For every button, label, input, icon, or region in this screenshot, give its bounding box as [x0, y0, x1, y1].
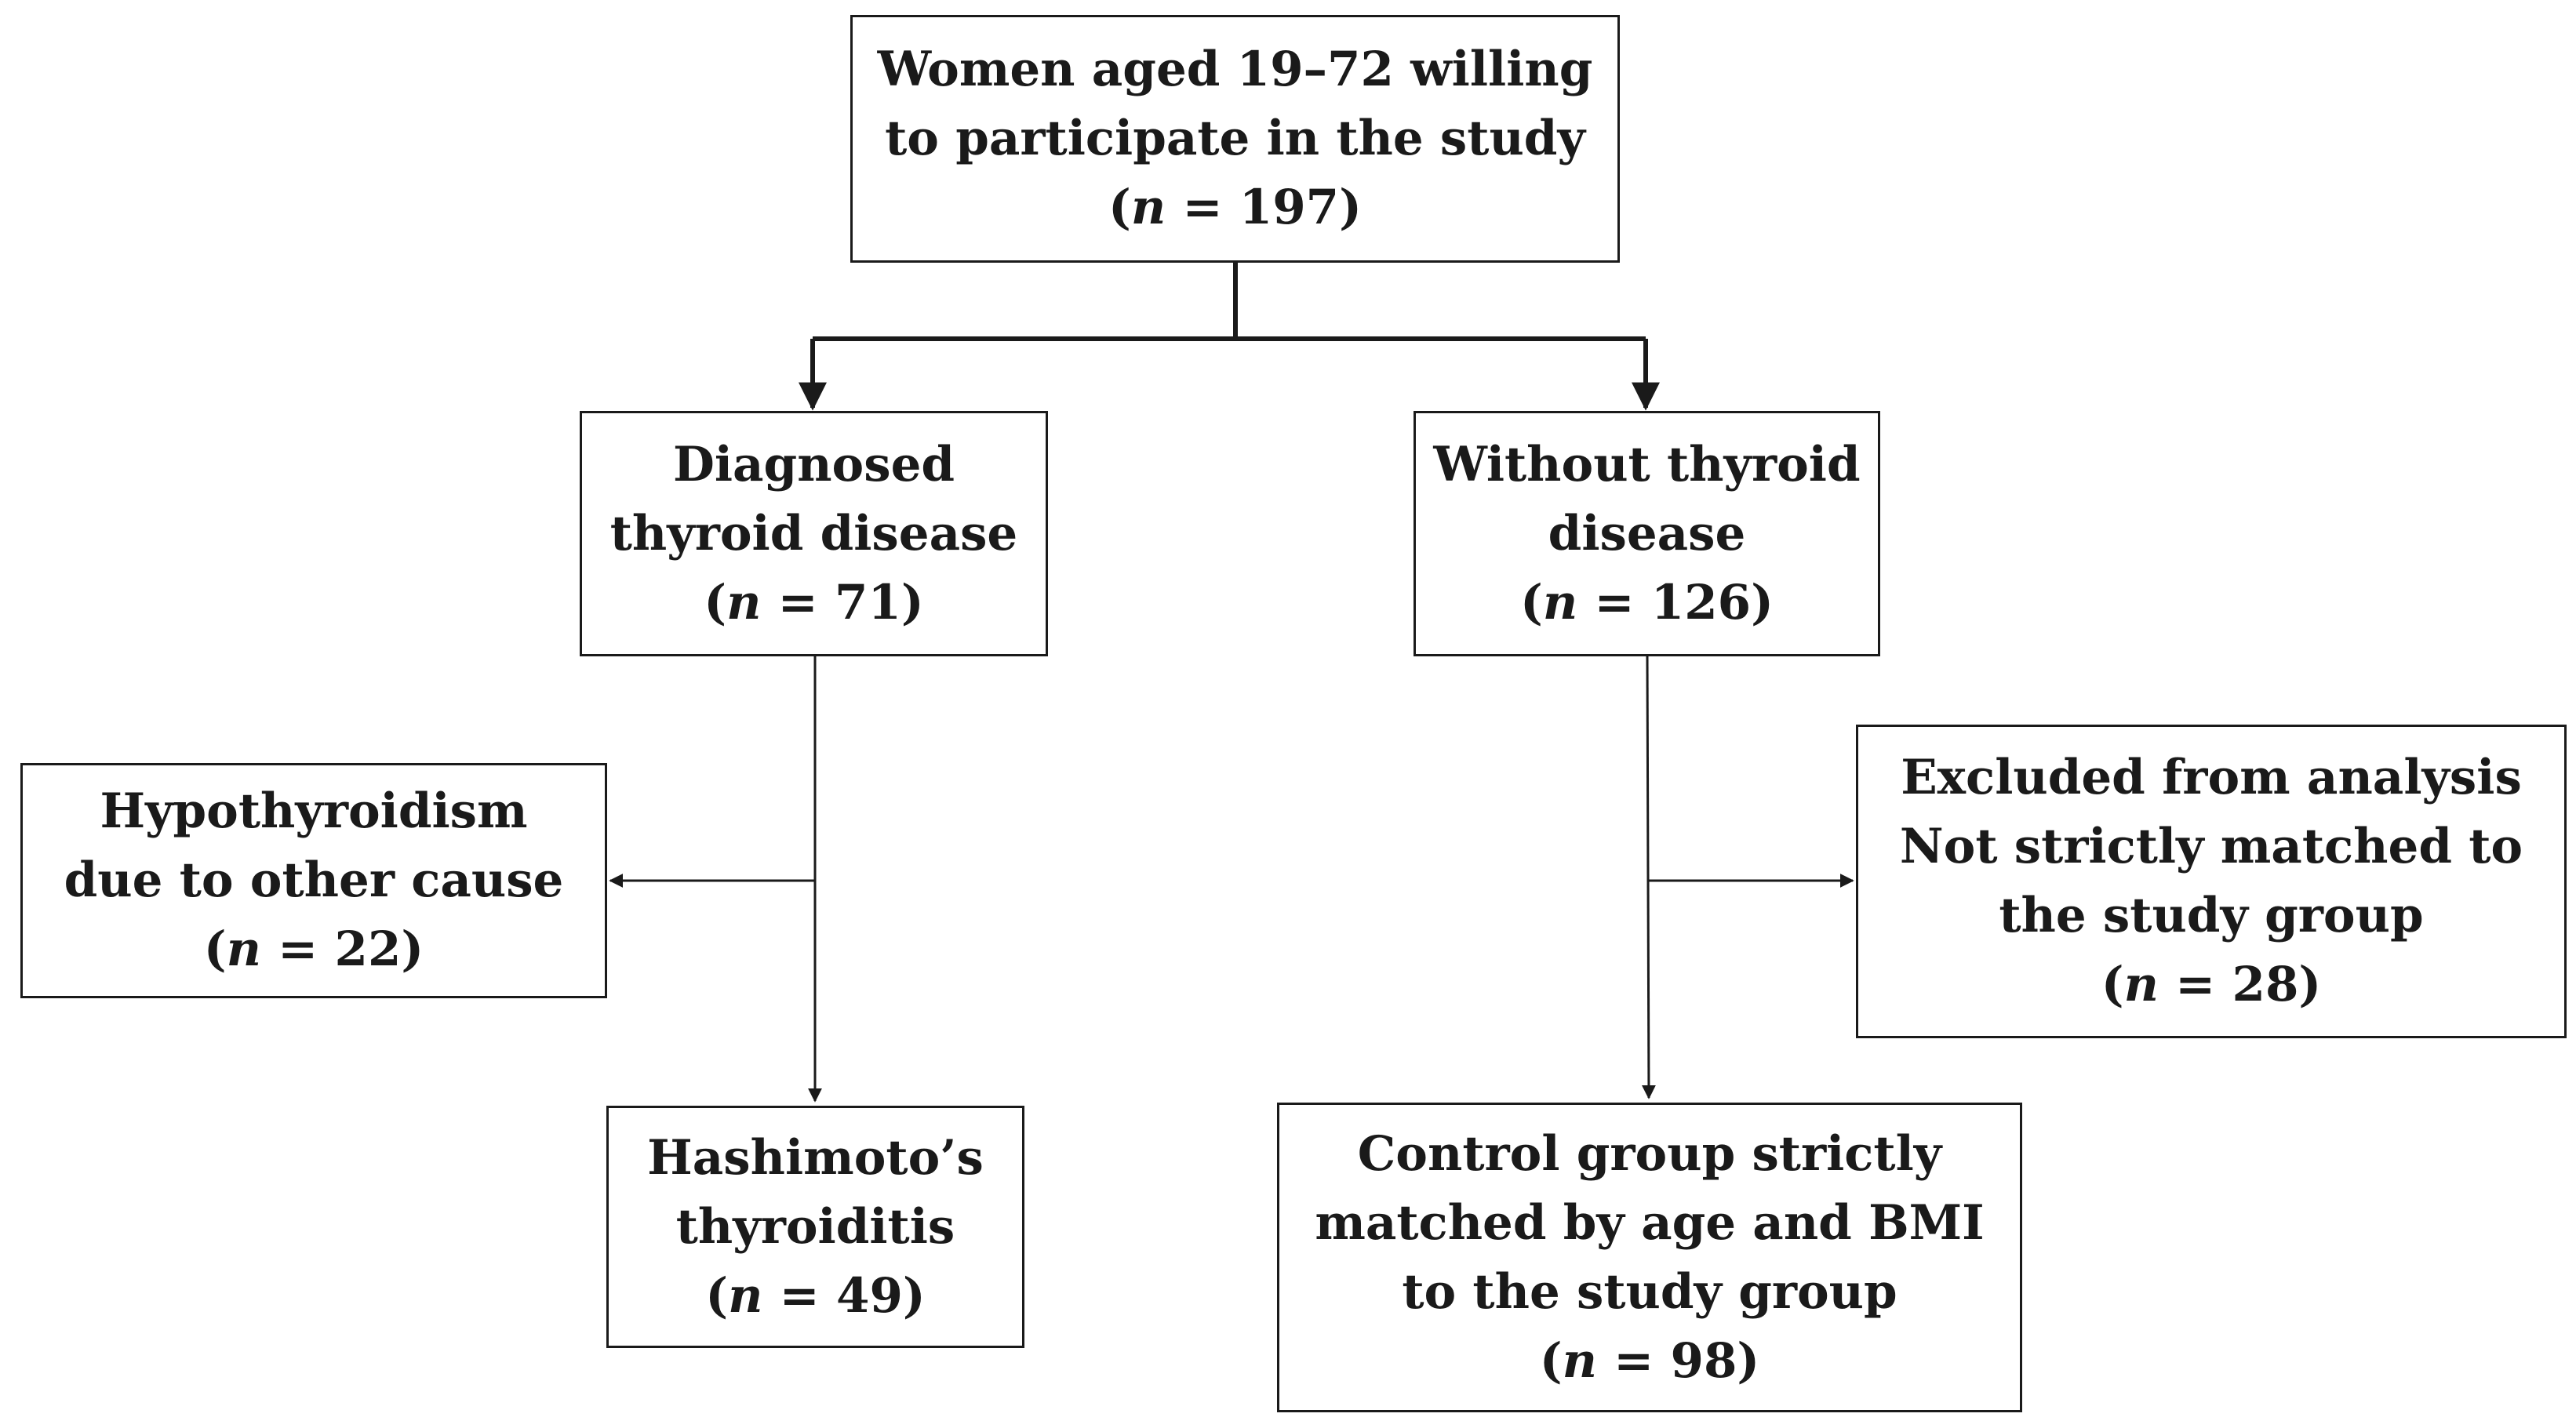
- without-count: (n = 126): [1519, 574, 1774, 630]
- control-line-1: Control group strictly: [1357, 1125, 1942, 1182]
- control-count: (n = 98): [1539, 1332, 1760, 1389]
- total-count: (n = 197): [1108, 180, 1363, 235]
- without-line-1: Without thyroid: [1433, 436, 1861, 492]
- diagnosed-thyroid-box: Diagnosed thyroid disease (n = 71): [580, 411, 1048, 656]
- diagnosed-line-2: thyroid disease: [609, 505, 1018, 561]
- hypothyroidism-box: Hypothyroidism due to other cause (n = 2…: [20, 763, 607, 998]
- hashimoto-box: Hashimoto’s thyroiditis (n = 49): [606, 1106, 1024, 1348]
- excluded-box: Excluded from analysis Not strictly matc…: [1856, 725, 2567, 1038]
- excluded-count: (n = 28): [2101, 957, 2322, 1012]
- excluded-line-1: Excluded from analysis: [1901, 750, 2522, 805]
- control-line-2: matched by age and BMI: [1315, 1194, 1985, 1251]
- total-line-2: to participate in the study: [885, 111, 1585, 166]
- hypothyroidism-count: (n = 22): [203, 921, 424, 977]
- total-participants-box: Women aged 19–72 willing to participate …: [850, 15, 1620, 263]
- connector-without-stem: [1641, 656, 1656, 1099]
- without-line-2: disease: [1548, 505, 1746, 561]
- control-line-3: to the study group: [1402, 1263, 1897, 1320]
- excluded-line-3: the study group: [1999, 888, 2424, 943]
- hashimoto-count: (n = 49): [705, 1267, 926, 1324]
- hashimoto-line-1: Hashimoto’s: [647, 1129, 984, 1186]
- diagnosed-count: (n = 71): [704, 574, 924, 630]
- total-line-1: Women aged 19–72 willing: [877, 42, 1593, 97]
- control-group-box: Control group strictly matched by age an…: [1277, 1103, 2022, 1412]
- diagnosed-line-1: Diagnosed: [672, 436, 955, 492]
- hashimoto-line-2: thyroiditis: [675, 1198, 955, 1255]
- hypothyroidism-line-2: due to other cause: [64, 852, 564, 908]
- excluded-line-2: Not strictly matched to: [1899, 819, 2523, 874]
- hypothyroidism-line-1: Hypothyroidism: [100, 783, 528, 839]
- without-thyroid-box: Without thyroid disease (n = 126): [1414, 411, 1880, 656]
